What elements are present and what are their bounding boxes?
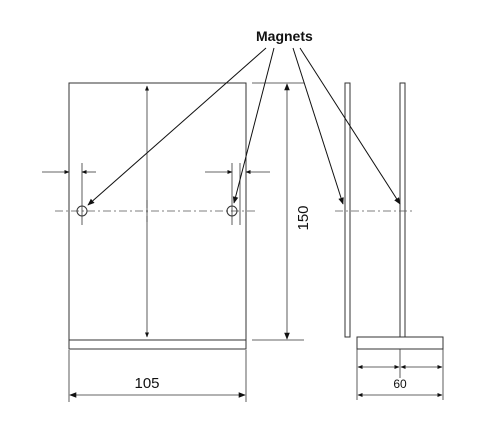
- leader-side-right: [299, 47, 401, 205]
- side-view: 60: [335, 82, 444, 400]
- side-base: [356, 336, 444, 350]
- side-plate-right: [399, 82, 406, 338]
- front-base: [68, 339, 247, 350]
- leader-side-left: [292, 47, 344, 205]
- base-dim-label: 60: [393, 377, 407, 391]
- magnets-label: Magnets: [256, 28, 313, 44]
- height-dim-label: 150: [295, 205, 312, 230]
- width-dim-label: 105: [134, 375, 159, 392]
- leader-front-right: [232, 47, 275, 204]
- magnets-callout: Magnets: [87, 28, 401, 206]
- front-panel: [68, 82, 247, 341]
- leader-front-left: [87, 47, 267, 206]
- side-plate-left: [344, 82, 351, 338]
- front-view: 105 150: [42, 82, 312, 402]
